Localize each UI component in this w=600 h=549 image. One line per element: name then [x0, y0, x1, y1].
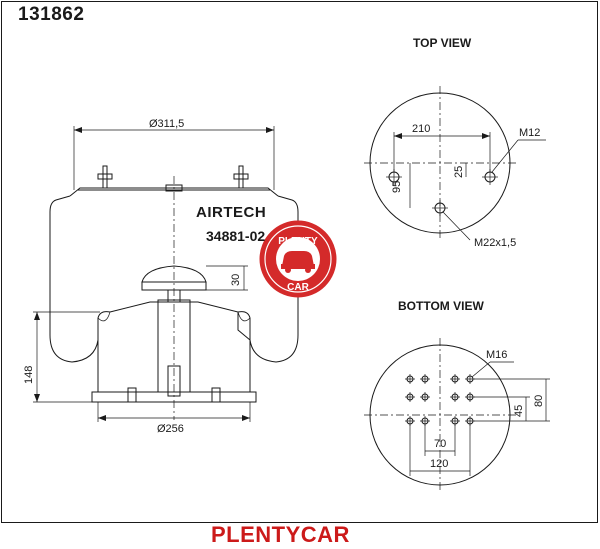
dim-piston-diameter: Ø256 [157, 423, 184, 435]
brand-name: AIRTECH [196, 204, 267, 221]
top-view: 210 25 95 M12 M22x1,5 [364, 86, 546, 249]
top-stud-right [233, 165, 249, 189]
dim-bumper: 30 [230, 274, 242, 286]
dim-bottom-80: 80 [533, 395, 545, 407]
label-bottom-thread: M16 [486, 349, 507, 361]
stamp-bottom-text: CAR [287, 282, 309, 293]
center-shaft [157, 299, 191, 393]
footer-brand: PLENTYCAR [211, 522, 350, 547]
bottom-bolt-holes [405, 374, 475, 426]
dim-bottom-70: 70 [434, 438, 446, 450]
bottom-view: M16 45 80 70 120 [364, 338, 550, 490]
top-stud-left [97, 165, 113, 189]
dim-bottom-45: 45 [513, 405, 525, 417]
top-air-fitting-hole [432, 200, 448, 216]
label-top-stud: M12 [519, 127, 540, 139]
label-top-air-fitting: M22x1,5 [474, 237, 516, 249]
stamp-top-text: PLENTY [278, 236, 318, 247]
model-code: 34881-02 [206, 228, 266, 244]
side-view: Ø311,5 Ø256 148 30 [23, 118, 299, 435]
dim-top-bolt-spacing: 210 [412, 123, 430, 135]
bottom-view-label: BOTTOM VIEW [398, 299, 484, 313]
car-icon [282, 251, 314, 266]
top-view-label: TOP VIEW [413, 36, 472, 50]
dim-top-plate-diameter: Ø311,5 [149, 118, 184, 130]
dim-bottom-120: 120 [430, 458, 448, 470]
dim-height: 148 [23, 366, 35, 384]
drawing-frame [1, 1, 598, 523]
dim-top-offset-25: 25 [453, 166, 465, 178]
bellow-right [237, 195, 299, 363]
piston-top [109, 301, 251, 341]
plentycar-stamp: PLENTY CAR [259, 220, 337, 298]
bellow-left [49, 195, 111, 363]
dim-top-offset-95: 95 [391, 181, 403, 193]
part-number: 131862 [18, 4, 85, 25]
top-plate-fitting [165, 184, 183, 192]
bumper [141, 265, 207, 283]
